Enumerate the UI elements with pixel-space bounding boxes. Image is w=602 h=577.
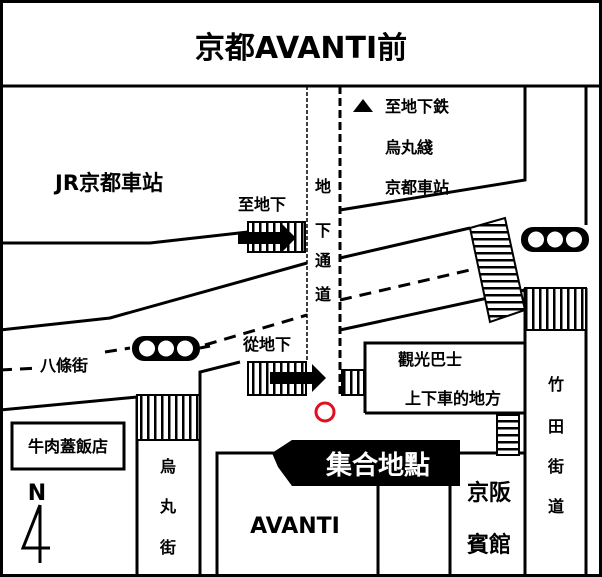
stairs-small [341, 369, 365, 396]
to-underground-label: 至地下 [238, 195, 286, 214]
traffic-light-icon [132, 336, 211, 361]
tour-bus-stop-label: 上下車的地方 [405, 389, 501, 408]
meeting-point-label: 集合地點 [325, 450, 430, 481]
passage-char: 道 [315, 285, 331, 304]
arrow-right-icon [270, 364, 326, 392]
street-char: 道 [548, 497, 564, 516]
avanti-label: AVANTI [250, 514, 340, 539]
hotel-label: 賓館 [466, 532, 511, 558]
meeting-point-marker [314, 401, 336, 423]
traffic-light-icon [521, 227, 589, 252]
street-char: 竹 [547, 375, 564, 394]
hachijo-street-label: 八條街 [39, 356, 88, 375]
kyoto-station-label: 京都車站 [385, 178, 449, 197]
beef-bowl-shop-box [10, 421, 126, 471]
street-char: 烏 [160, 457, 176, 476]
takeda-street-label: 竹 田 街 道 [547, 375, 564, 516]
meeting-point-callout: 集合地點 [272, 440, 460, 486]
passage-label: 地 下 通 道 [315, 177, 331, 304]
north-arrow-icon [20, 504, 50, 563]
crosswalk-karasuma [136, 394, 201, 441]
road-center-dashes [0, 268, 471, 372]
map-title: 京都AVANTI前 [195, 31, 407, 66]
north-label: N [28, 481, 46, 506]
street-char: 田 [548, 417, 564, 436]
street-char: 街 [547, 457, 564, 476]
triangle-icon [353, 99, 373, 112]
passage-char: 通 [315, 251, 331, 270]
crosswalk-takeda [524, 287, 587, 331]
beef-bowl-shop-label: 牛肉蓋飯店 [28, 437, 108, 456]
crosswalk-diagonal [468, 216, 527, 324]
from-underground-label: 從地下 [242, 335, 291, 354]
tour-bus-label: 觀光巴士 [398, 350, 462, 369]
keihan-label: 京阪 [467, 480, 511, 506]
street-char: 丸 [159, 497, 177, 516]
karasuma-line-label: 烏丸綫 [385, 138, 433, 157]
passage-char: 地 [315, 177, 331, 196]
passage-char: 下 [315, 221, 331, 240]
stairs-keihan [496, 414, 520, 456]
subway-label: 至地下鉄 [385, 97, 449, 116]
karasuma-street-label: 烏 丸 街 [159, 457, 177, 557]
jr-station-label: JR京都車站 [53, 171, 163, 195]
street-char: 街 [159, 538, 176, 557]
arrow-right-icon [238, 224, 296, 252]
